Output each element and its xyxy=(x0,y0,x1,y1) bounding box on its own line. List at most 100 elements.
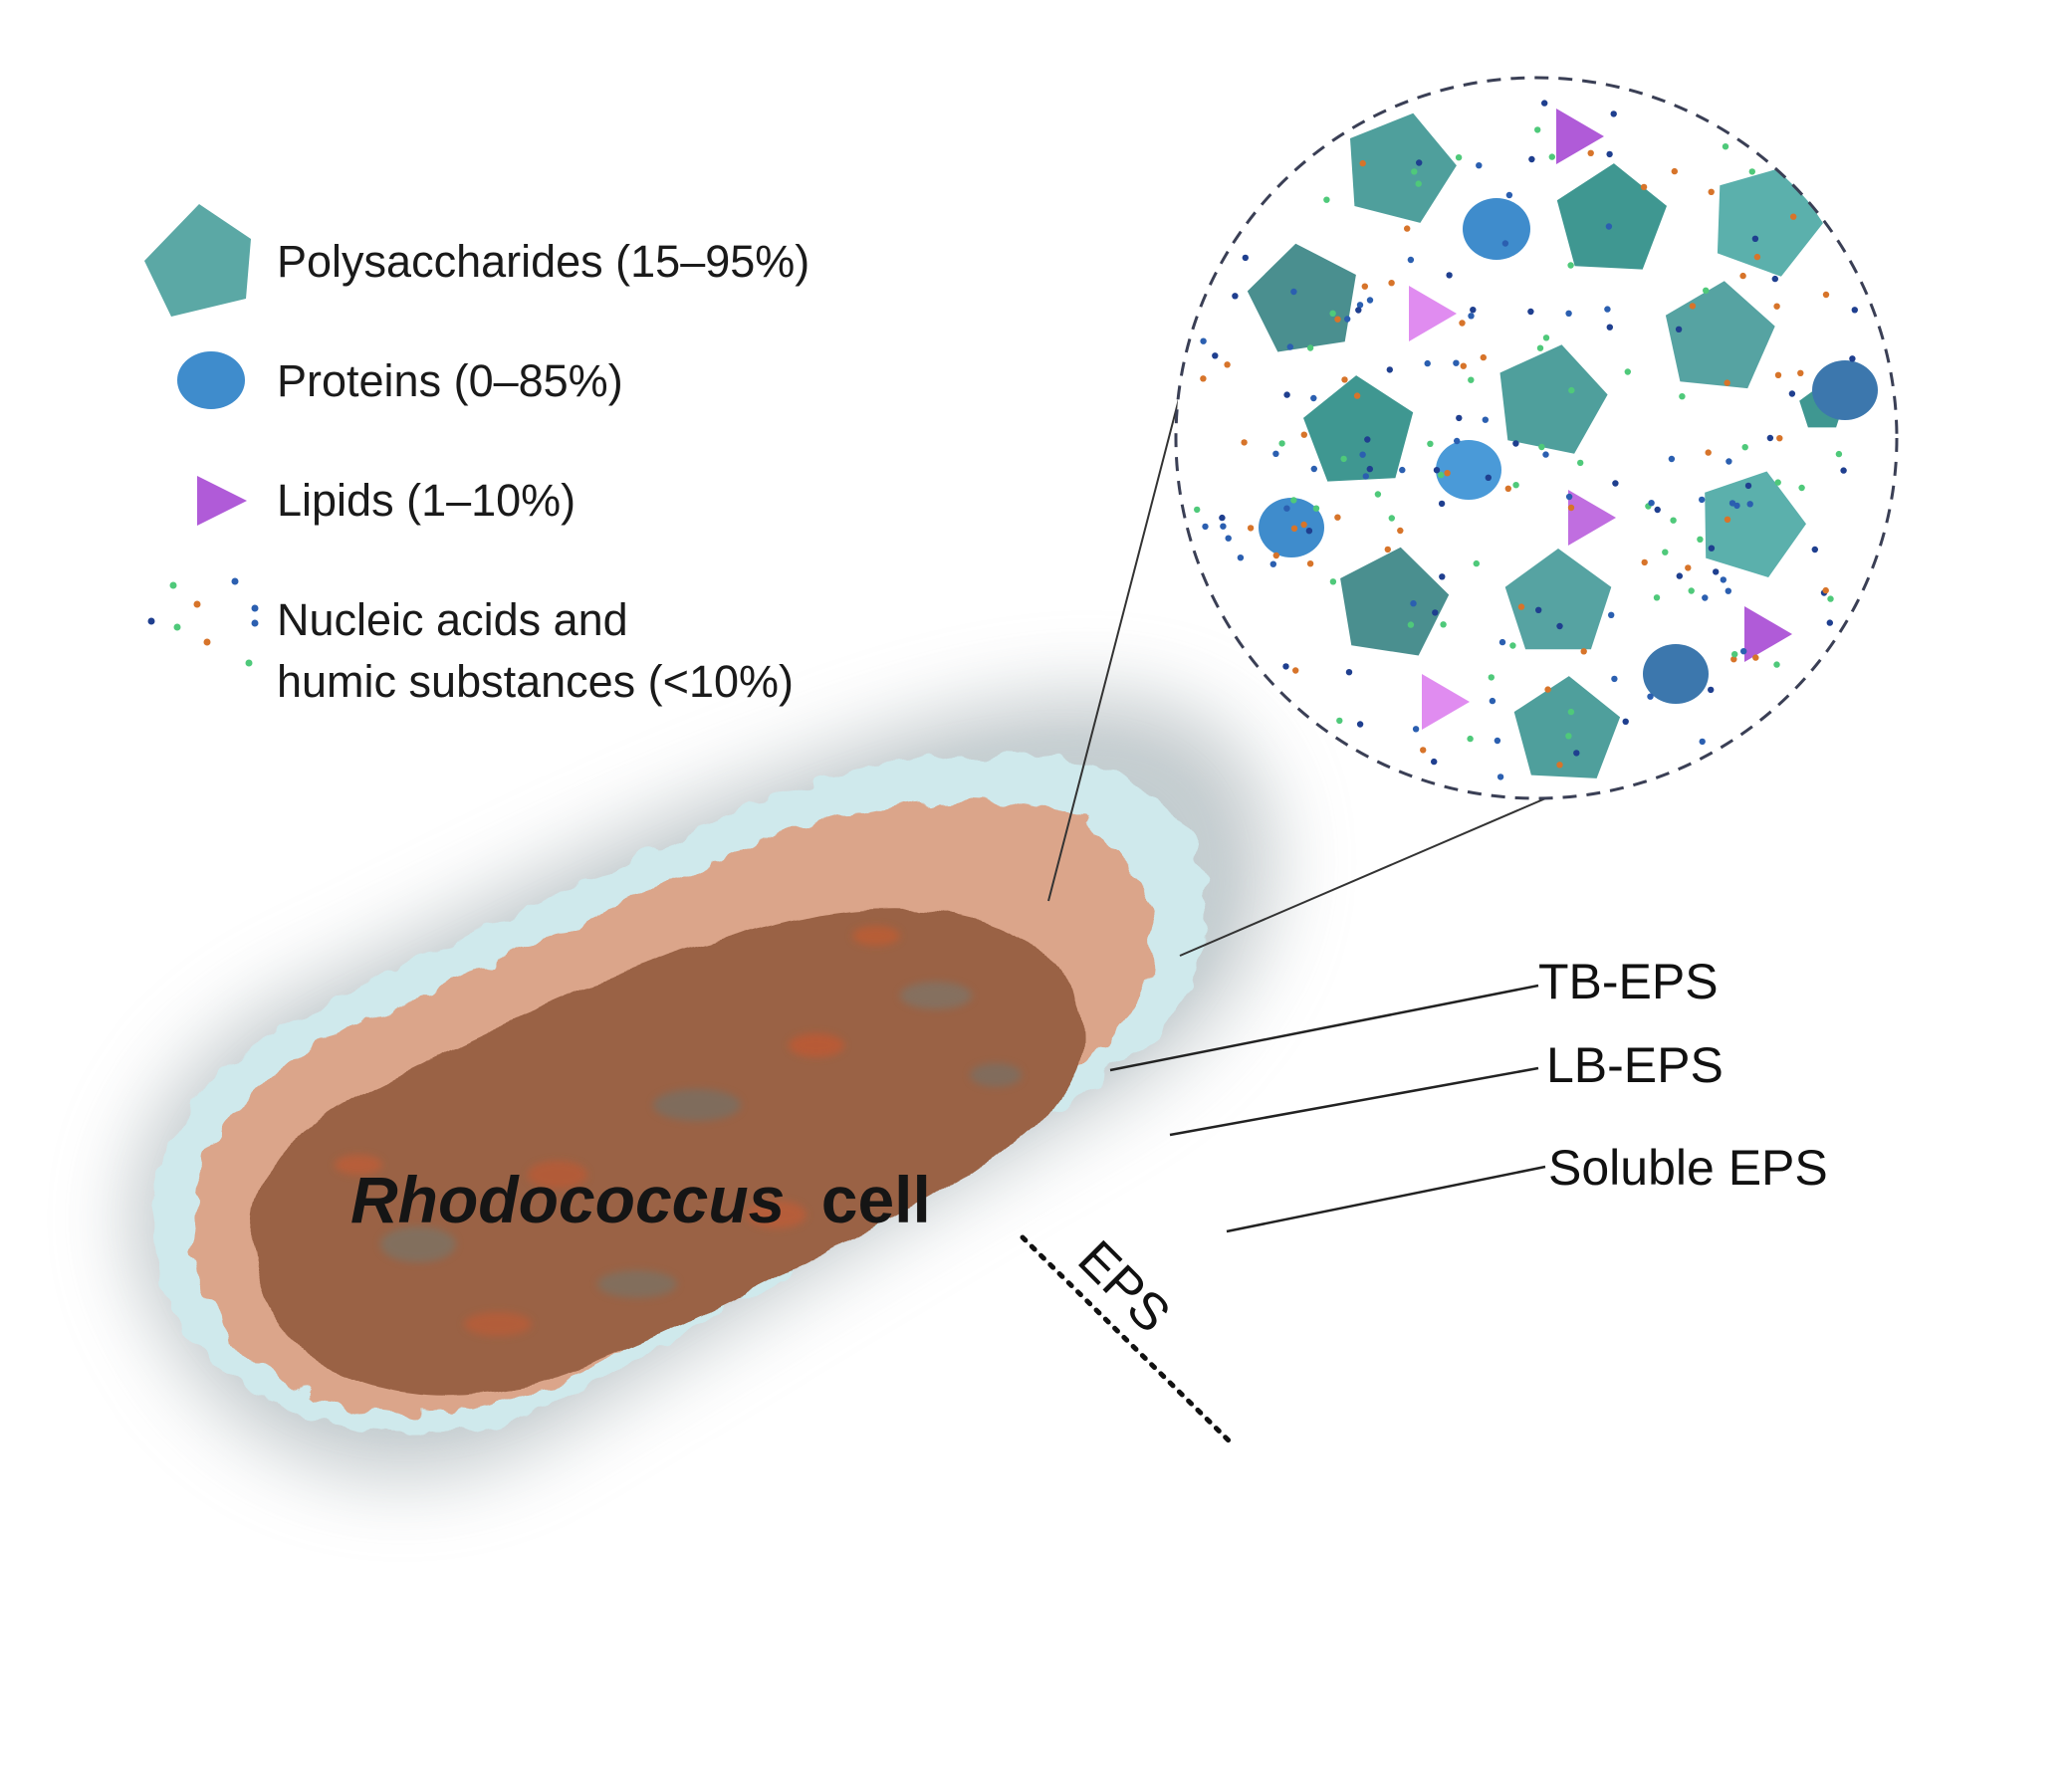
nucleic-acid-dot xyxy=(1705,449,1712,456)
nucleic-acid-dot xyxy=(1622,718,1629,725)
nucleic-acid-dot xyxy=(1726,458,1732,465)
nucleic-acid-dot xyxy=(1412,726,1420,733)
nucleic-acid-dot xyxy=(1608,611,1615,618)
nucleic-acid-dot xyxy=(1460,362,1468,369)
cell-texture xyxy=(335,926,1022,1336)
nucleic-acid-dot xyxy=(1306,560,1314,567)
nucleic-acid-dot xyxy=(1361,283,1369,290)
nucleic-acid-dot xyxy=(1272,450,1279,457)
cell-label: Rhodococcus cell xyxy=(350,1163,931,1236)
nucleic-acid-dot xyxy=(1498,638,1506,646)
nucleic-acid-dot xyxy=(1708,686,1715,694)
nucleic-acid-dot xyxy=(1790,213,1797,220)
nucleic-acid-dot xyxy=(1676,572,1684,579)
nucleic-acid-dot xyxy=(1611,675,1618,683)
polysaccharide-pentagon xyxy=(1556,163,1667,270)
nucleic-acid-dot xyxy=(1453,359,1460,366)
nucleic-acid-dot xyxy=(1439,573,1446,580)
nucleic-acid-dot xyxy=(1359,159,1366,167)
nucleic-acid-dot xyxy=(1565,493,1573,501)
nucleic-acid-dot xyxy=(1587,149,1594,156)
nucleic-acid-dot xyxy=(1404,225,1411,232)
nucleic-acid-dot xyxy=(1568,386,1575,394)
nucleic-acid-dot xyxy=(1606,150,1613,158)
nucleic-acid-dot xyxy=(1556,762,1563,769)
nucleic-acid-dot xyxy=(1399,466,1406,474)
lipid-triangle xyxy=(1409,286,1457,341)
nucleic-acid-dot xyxy=(1467,735,1474,743)
nucleic-acid-dot xyxy=(1420,747,1427,754)
nucleic-acid-dot xyxy=(1224,361,1231,368)
nucleic-acid-dot xyxy=(1329,578,1337,585)
nucleic-acid-dot xyxy=(1455,154,1463,161)
nucleic-acid-dot xyxy=(1364,436,1371,443)
nucleic-acid-dot xyxy=(1541,100,1548,107)
nucleic-acid-dot xyxy=(1671,167,1679,175)
nucleic-acid-dot xyxy=(1675,326,1683,332)
nucleic-acid-dot xyxy=(1202,523,1209,531)
nucleic-acid-dot xyxy=(1610,111,1617,117)
zoom-line-left xyxy=(1047,367,1188,902)
nucleic-acid-dot xyxy=(1496,774,1504,780)
tb-eps-label: TB-EPS xyxy=(1538,954,1719,1009)
nucleic-acid-dot xyxy=(1577,459,1584,467)
legend-label-nucleic-acids-line1: Nucleic acids and xyxy=(277,594,628,645)
nucleic-acid-dot xyxy=(1220,523,1227,530)
nucleic-acid-dot xyxy=(1728,500,1736,507)
lipid-triangle xyxy=(1568,490,1616,546)
nucleic-acid-dot xyxy=(1362,473,1370,480)
nucleic-acid-dot xyxy=(1689,303,1697,310)
nucleic-acid-dot xyxy=(1527,308,1534,316)
nucleic-acid-dot xyxy=(1722,143,1729,150)
nucleic-acid-dot xyxy=(1200,375,1207,382)
nucleic-acid-dot xyxy=(1724,379,1730,386)
polysaccharide-pentagon xyxy=(1303,375,1414,482)
nucleic-acid-dot xyxy=(1286,343,1294,350)
nucleic-acid-dot xyxy=(1827,595,1834,602)
cell-label-suffix: cell xyxy=(821,1163,931,1236)
nucleic-acid-dot xyxy=(1538,443,1545,451)
eps-dotted-line xyxy=(1020,1234,1235,1446)
polysaccharide-pentagon xyxy=(1705,471,1806,577)
nucleic-acid-dot xyxy=(1766,434,1774,442)
tb-eps-pointer xyxy=(1109,984,1539,1072)
nucleic-acid-dot xyxy=(1640,183,1648,191)
nucleic-acid-dot xyxy=(1411,168,1418,175)
nucleic-acid-dot xyxy=(1340,455,1347,463)
nucleic-acid-dot xyxy=(1488,674,1496,681)
nucleic-acid-dot xyxy=(1459,320,1466,327)
nucleic-acid-dot xyxy=(1374,491,1382,498)
nucleic-acid-dot xyxy=(1771,275,1779,283)
nucleic-acid-dot xyxy=(1773,303,1780,310)
legend-item-lipids: Lipids (1–10%) xyxy=(197,475,576,526)
nucleic-acid-dot xyxy=(1388,280,1395,287)
nucleic-acid-dot xyxy=(1501,240,1509,247)
nucleic-acid-dot xyxy=(1200,337,1207,344)
nucleic-acid-dot xyxy=(1720,576,1727,583)
nucleic-acid-dot xyxy=(1356,302,1364,309)
nucleic-acid-dot xyxy=(1323,196,1330,203)
legend-item-polysaccharides: Polysaccharides (15–95%) xyxy=(144,204,809,317)
nucleic-acid-dot xyxy=(1247,525,1255,532)
nucleic-acid-dot xyxy=(1416,159,1423,166)
nucleic-acid-dot xyxy=(1702,594,1709,601)
nucleic-acid-dot xyxy=(1567,708,1575,716)
triangle-icon xyxy=(197,476,247,526)
lipid-triangle xyxy=(1744,606,1792,662)
nucleic-acid-dot xyxy=(1517,603,1525,610)
nucleic-acid-dot xyxy=(1822,291,1830,299)
nucleic-acid-dot xyxy=(1410,600,1417,607)
nucleic-acid-dot xyxy=(1306,344,1314,351)
nucleic-acid-dot xyxy=(1341,376,1348,383)
lipid-triangle xyxy=(1422,674,1470,730)
nucleic-acid-dot xyxy=(1353,392,1361,399)
nucleic-acid-dot xyxy=(1232,293,1239,300)
nucleic-acid-dot xyxy=(1454,437,1461,445)
nucleic-acid-dot xyxy=(1482,416,1490,423)
nucleic-acid-dot xyxy=(1662,549,1669,555)
nucleic-acid-dot xyxy=(1290,497,1297,504)
polysaccharide-pentagon xyxy=(1340,547,1450,656)
rhodococcus-cell-illustration xyxy=(127,692,1275,1481)
nucleic-acid-dot xyxy=(1397,527,1404,535)
protein-circle xyxy=(1643,644,1709,704)
